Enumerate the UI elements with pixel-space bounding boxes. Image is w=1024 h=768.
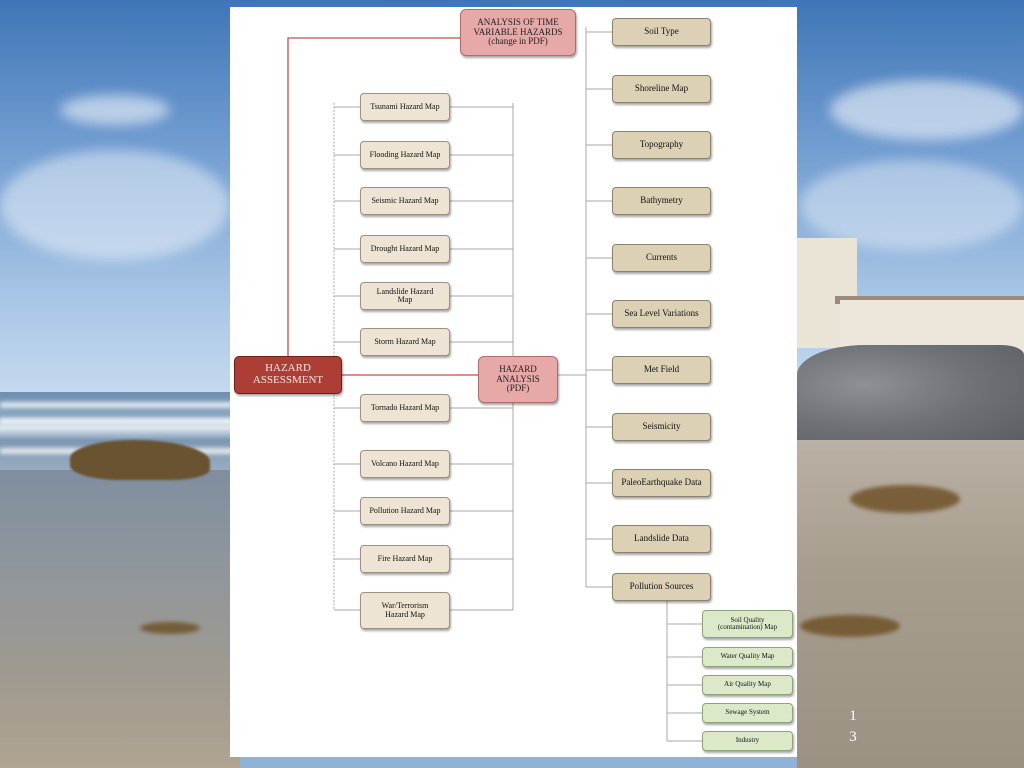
seismicity-node[interactable]: Seismicity — [612, 413, 711, 441]
pollution-sources-node[interactable]: Pollution Sources — [612, 573, 711, 601]
fire-hazard-map-node[interactable]: Fire Hazard Map — [360, 545, 450, 573]
paleoearthquake-data-node[interactable]: PaleoEarthquake Data — [612, 469, 711, 497]
connector-data-ticks — [586, 31, 612, 588]
tsunami-hazard-map-node[interactable]: Tsunami Hazard Map — [360, 93, 450, 121]
landslide-data-node[interactable]: Landslide Data — [612, 525, 711, 553]
volcano-hazard-map-node[interactable]: Volcano Hazard Map — [360, 450, 450, 478]
data-input-label: Seismicity — [642, 421, 681, 432]
cloud — [0, 150, 230, 260]
seismic-hazard-map-node[interactable]: Seismic Hazard Map — [360, 187, 450, 215]
seaweed-rock — [70, 440, 210, 480]
data-input-label: Sea Level Variations — [624, 308, 699, 319]
pollution-sub-label: Water Quality Map — [720, 652, 775, 661]
wave — [0, 418, 240, 424]
sea-level-variations-node[interactable]: Sea Level Variations — [612, 300, 711, 328]
hazard-map-label: Flooding Hazard Map — [369, 149, 441, 159]
pollution-sub-label: Air Quality Map — [724, 680, 771, 689]
kelp — [800, 615, 900, 637]
rocks — [797, 345, 1024, 445]
tornado-hazard-map-node[interactable]: Tornado Hazard Map — [360, 394, 450, 422]
cloud — [800, 160, 1024, 250]
connector-root-to-time-variable — [287, 37, 460, 356]
hazard-assessment-label: HAZARD ASSESSMENT — [252, 362, 324, 386]
sewage-system-node[interactable]: Sewage System — [702, 703, 793, 723]
data-input-label: Landslide Data — [634, 533, 689, 544]
hazard-analysis-label: HAZARD ANALYSIS (PDF) — [496, 364, 540, 394]
flooding-hazard-map-node[interactable]: Flooding Hazard Map — [360, 141, 450, 169]
data-input-label: Bathymetry — [640, 195, 683, 206]
hazard-map-label: Storm Hazard Map — [374, 336, 436, 346]
time-variable-hazards-node[interactable]: ANALYSIS OF TIME VARIABLE HAZARDS (chang… — [460, 9, 576, 56]
bathymetry-node[interactable]: Bathymetry — [612, 187, 711, 215]
hazard-map-label: Tornado Hazard Map — [370, 402, 440, 412]
currents-node[interactable]: Currents — [612, 244, 711, 272]
pollution-hazard-map-node[interactable]: Pollution Hazard Map — [360, 497, 450, 525]
house — [840, 300, 1024, 352]
connector-pollution-ticks — [667, 623, 702, 742]
data-input-label: Shoreline Map — [634, 83, 689, 94]
hazard-map-label: Seismic Hazard Map — [371, 195, 439, 205]
slide-number: 1 3 — [846, 706, 860, 748]
wet-sand — [0, 470, 240, 768]
pollution-sub-label: Industry — [735, 736, 760, 745]
hazard-map-label: Landslide Hazard Map — [376, 286, 434, 304]
data-input-label: Topography — [639, 139, 684, 150]
data-input-label: PaleoEarthquake Data — [621, 477, 702, 488]
hazard-analysis-node[interactable]: HAZARD ANALYSIS (PDF) — [478, 356, 558, 403]
soil-type-node[interactable]: Soil Type — [612, 18, 711, 46]
industry-node[interactable]: Industry — [702, 731, 793, 751]
water-quality-map-node[interactable]: Water Quality Map — [702, 647, 793, 667]
slide-number-line: 1 — [849, 708, 857, 724]
pollution-sub-label: Sewage System — [725, 708, 770, 717]
met-field-node[interactable]: Met Field — [612, 356, 711, 384]
topography-node[interactable]: Topography — [612, 131, 711, 159]
air-quality-map-node[interactable]: Air Quality Map — [702, 675, 793, 695]
time-variable-hazards-label: ANALYSIS OF TIME VARIABLE HAZARDS (chang… — [473, 17, 563, 47]
kelp — [850, 485, 960, 513]
kelp — [140, 622, 200, 634]
hazard-assessment-node[interactable]: HAZARD ASSESSMENT — [234, 356, 342, 394]
wave — [0, 402, 240, 408]
soil-quality-map-node[interactable]: Soil Quality (contamination) Map — [702, 610, 793, 638]
hazard-map-label: Drought Hazard Map — [370, 243, 440, 253]
hazard-map-label: War/Terrorism Hazard Map — [381, 601, 429, 619]
hazard-map-label: Fire Hazard Map — [377, 553, 433, 563]
cloud — [60, 95, 170, 125]
connector-hazard-ticks — [334, 106, 513, 611]
data-input-label: Pollution Sources — [629, 581, 694, 592]
slide-number-line: 3 — [849, 729, 857, 745]
data-input-label: Met Field — [643, 364, 680, 375]
storm-hazard-map-node[interactable]: Storm Hazard Map — [360, 328, 450, 356]
hazard-map-label: Volcano Hazard Map — [371, 458, 439, 468]
war-terrorism-hazard-map-node[interactable]: War/Terrorism Hazard Map — [360, 592, 450, 629]
drought-hazard-map-node[interactable]: Drought Hazard Map — [360, 235, 450, 263]
hazard-map-label: Tsunami Hazard Map — [370, 101, 440, 111]
data-input-label: Soil Type — [644, 26, 679, 37]
hazard-map-label: Pollution Hazard Map — [369, 505, 441, 515]
landslide-hazard-map-node[interactable]: Landslide Hazard Map — [360, 282, 450, 310]
data-input-label: Currents — [646, 252, 677, 263]
cloud — [830, 80, 1024, 140]
pollution-sub-label: Soil Quality (contamination) Map — [717, 615, 778, 631]
shoreline-map-node[interactable]: Shoreline Map — [612, 75, 711, 103]
